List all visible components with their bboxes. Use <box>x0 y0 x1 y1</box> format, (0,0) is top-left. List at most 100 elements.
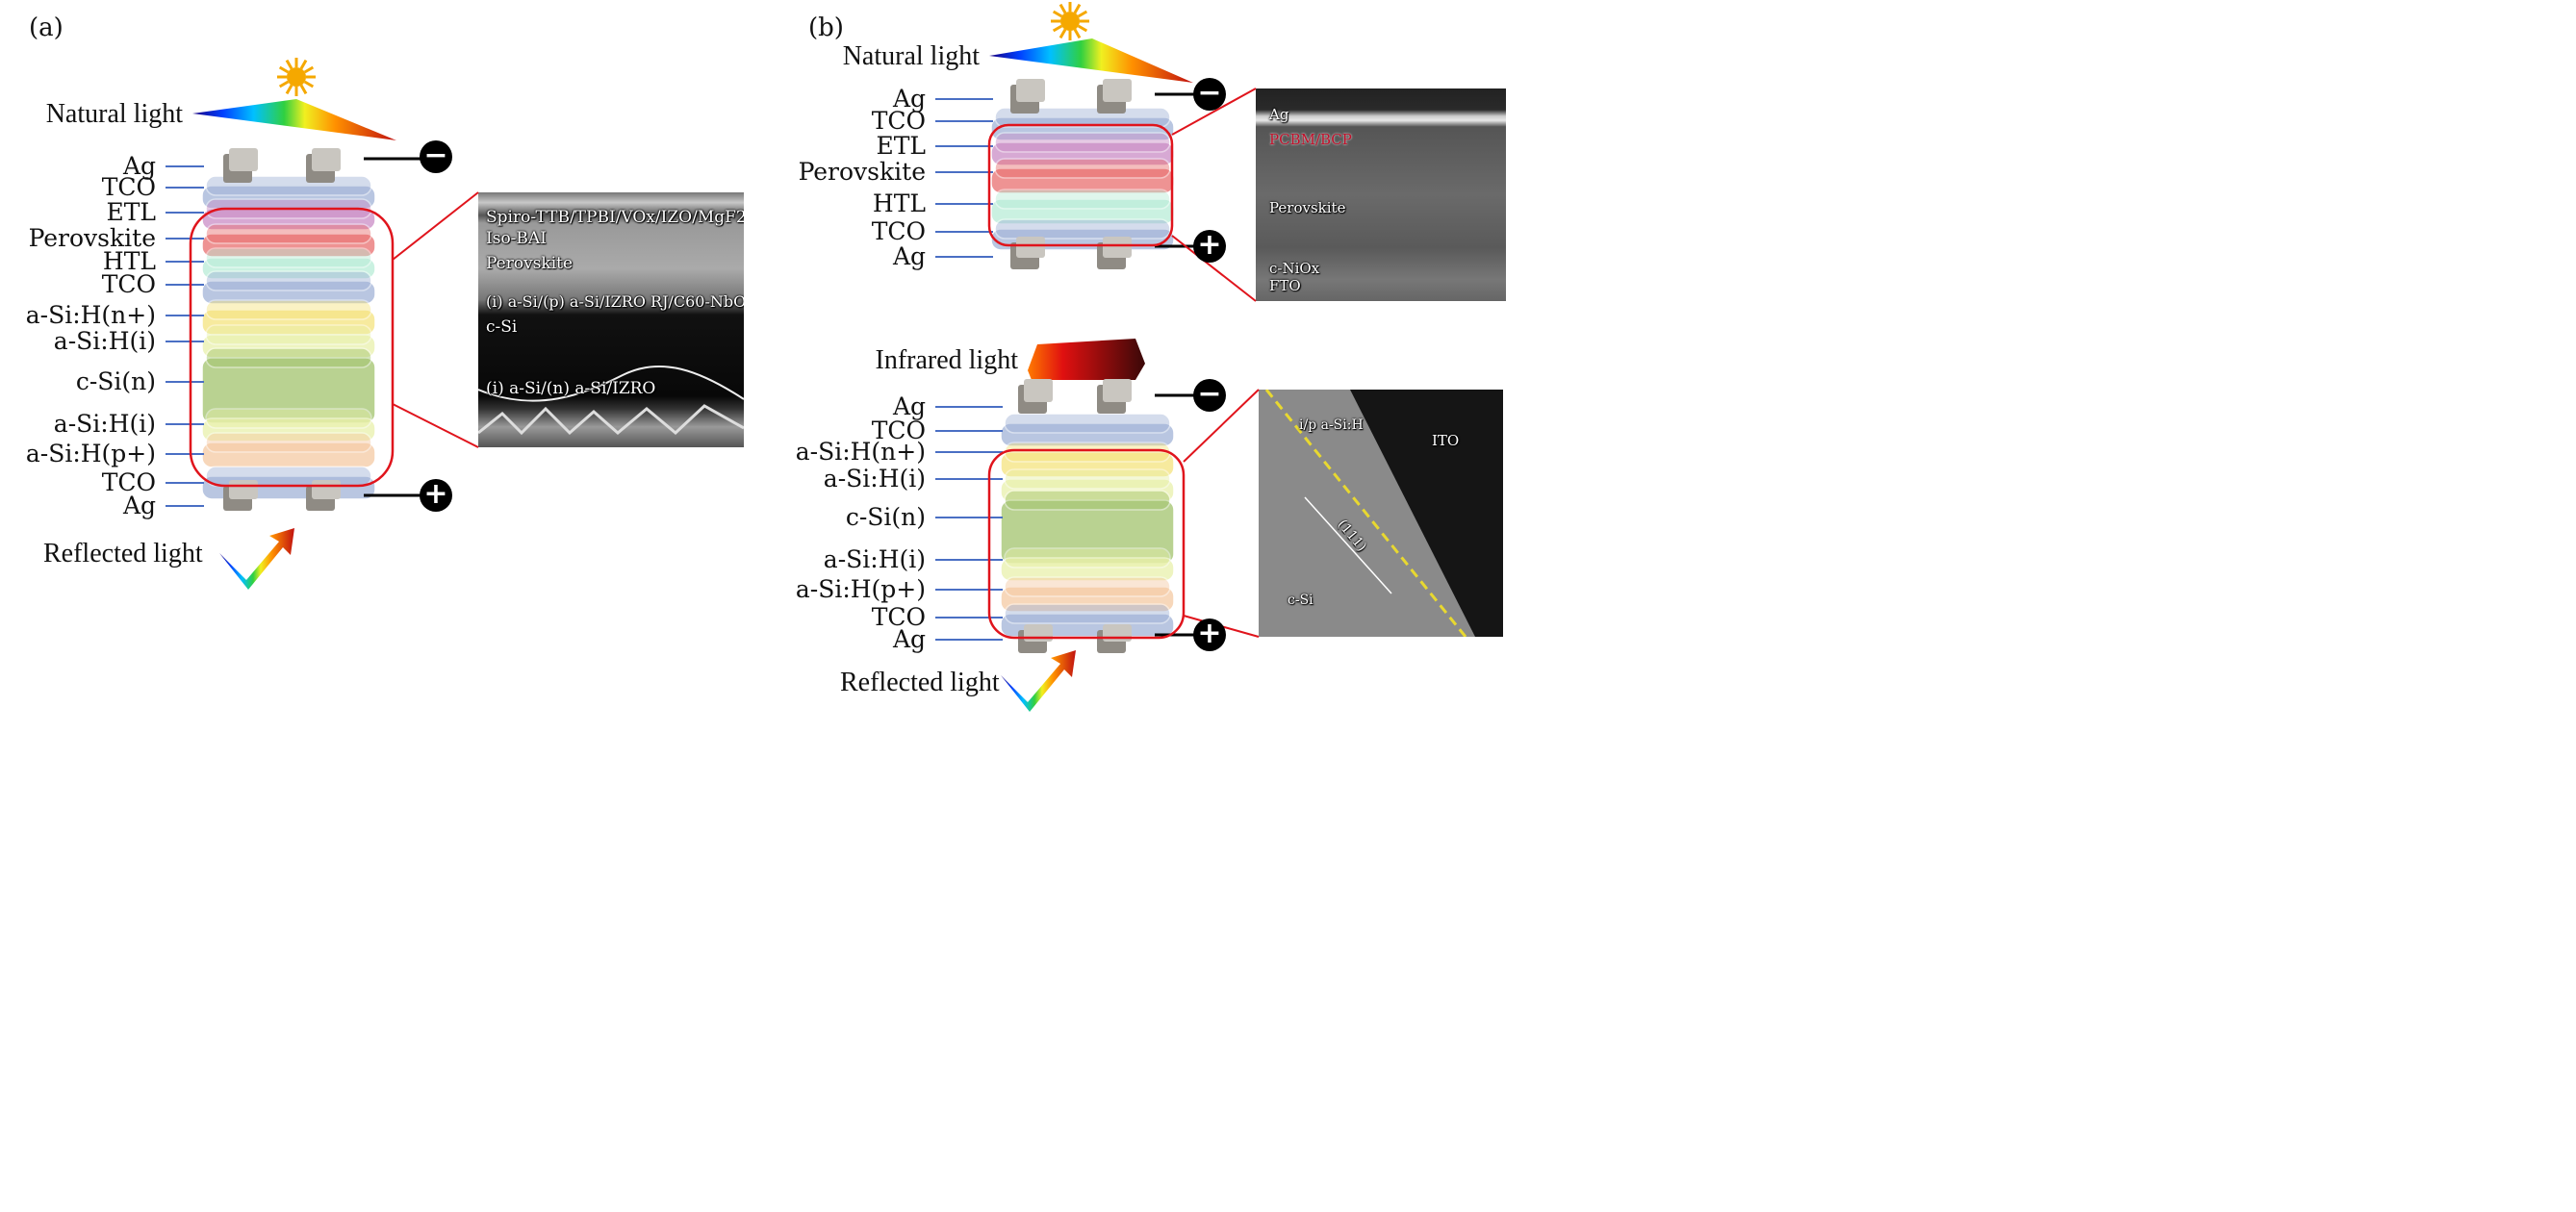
layer-slab <box>201 233 376 258</box>
electrode-top <box>1016 237 1045 258</box>
layer-slab-top <box>205 408 372 429</box>
electrode-top <box>1016 79 1045 102</box>
layer-label: a-Si:H(i) <box>53 327 156 355</box>
sem-image-a: Spiro-TTB/TPBI/VOx/IZO/MgF2 Iso-BAI Pero… <box>478 192 744 447</box>
positive-terminal-icon: + <box>420 479 452 512</box>
layer-slab-top <box>994 218 1171 240</box>
electrode-top <box>1024 379 1053 402</box>
layer-slab <box>201 280 376 305</box>
layer-label: TCO <box>871 603 926 631</box>
tem-label: i/p a-Si:H <box>1299 417 1364 433</box>
layer-slab-top <box>205 299 372 320</box>
sem-label: FTO <box>1269 277 1301 294</box>
reflected-light-label: Reflected light <box>840 668 1000 697</box>
layer-label: TCO <box>101 468 156 496</box>
sun-ray <box>1052 24 1063 33</box>
layer-label: a-Si:H(p+) <box>25 440 156 467</box>
sem-label: Perovskite <box>1269 199 1346 216</box>
layer-label: ETL <box>106 198 156 226</box>
sem-label: Iso-BAI <box>486 229 547 248</box>
layer-label: TCO <box>871 107 926 135</box>
sun-ray <box>1052 10 1063 18</box>
electrode-top <box>312 480 341 499</box>
sun-ray <box>299 59 308 70</box>
reflected-light-arrow-icon <box>1001 650 1076 712</box>
layer-slab-top <box>994 158 1171 179</box>
tem-label: ITO <box>1432 432 1460 449</box>
spectrum-triangle <box>192 99 396 140</box>
panel-b-label: (b) <box>808 13 844 42</box>
layer-label: Ag <box>122 152 156 180</box>
layer-label: a-Si:H(n+) <box>25 301 156 329</box>
panel-a-label: (a) <box>29 13 64 42</box>
sun-ray <box>285 84 293 95</box>
electrode-top <box>312 148 341 171</box>
sem-image-b: Ag PCBM/BCP Perovskite c-NiOx FTO <box>1256 88 1506 301</box>
layer-slab-top <box>1004 413 1171 434</box>
layer-slab-top <box>1004 603 1171 624</box>
layer-slab <box>201 417 376 442</box>
layer-slab-top <box>1004 442 1171 463</box>
layer-slab <box>1000 451 1175 478</box>
layer-label: a-Si:H(p+) <box>795 575 926 603</box>
tem-image: i/p a-Si:H ITO (111) c-Si <box>1259 390 1503 637</box>
layer-label: Perovskite <box>798 158 926 186</box>
sem-label: (i) a-Si/(n) a-Si/IZRO <box>486 379 656 398</box>
electrode-top <box>1103 379 1132 402</box>
layer-slab <box>990 116 1175 141</box>
sun-ray <box>303 80 315 88</box>
layer-label: a-Si:H(i) <box>53 410 156 438</box>
electrode-top <box>1103 624 1132 642</box>
layer-label: TCO <box>871 217 926 245</box>
sun-icon <box>287 67 306 87</box>
sem-label: c-Si <box>486 317 518 337</box>
layer-slab <box>1000 422 1175 447</box>
sun-ray <box>1073 3 1082 14</box>
highlight-box <box>987 123 1174 247</box>
layer-label: TCO <box>101 173 156 201</box>
layer-slab-top <box>994 132 1171 153</box>
electrode-top <box>229 480 258 499</box>
layer-slab-top <box>205 223 372 244</box>
layer-slab-top <box>1004 576 1171 597</box>
sun-ray <box>299 84 308 95</box>
infrared-light-shape <box>1028 339 1145 380</box>
highlight-box <box>189 207 395 488</box>
sun-ray <box>1058 3 1067 14</box>
negative-terminal-icon: − <box>1193 78 1226 111</box>
layer-slab-top <box>994 189 1171 210</box>
layer-slab-top <box>1004 468 1171 490</box>
positive-terminal-icon: + <box>1193 619 1226 651</box>
sun-ray <box>278 80 290 88</box>
layer-label: a-Si:H(i) <box>823 465 926 492</box>
layer-slab <box>1000 586 1175 613</box>
negative-terminal-icon: − <box>420 140 452 173</box>
zoom-line <box>392 403 479 448</box>
zoom-line <box>1171 235 1257 302</box>
sem-label: PCBM/BCP <box>1269 131 1352 148</box>
sem-label: Perovskite <box>486 254 574 273</box>
layer-label: a-Si:H(i) <box>823 545 926 573</box>
layer-label: Ag <box>892 85 926 113</box>
sem-texture <box>478 365 744 436</box>
zoom-line <box>1171 88 1257 136</box>
layer-slab <box>1000 557 1175 582</box>
sun-ray <box>303 65 315 74</box>
positive-terminal-icon: + <box>1193 230 1226 263</box>
layer-label: TCO <box>101 270 156 298</box>
sem-label: Ag <box>1269 106 1289 123</box>
reflected-light-arrow-icon <box>219 528 294 590</box>
sun-ray <box>1058 28 1067 39</box>
layer-slab-top <box>1004 547 1171 568</box>
tem-label: c-Si <box>1288 593 1314 608</box>
sun-ray <box>1073 28 1082 39</box>
layer-label: Perovskite <box>28 224 156 252</box>
layer-slab-top <box>205 324 372 345</box>
layer-slab-top <box>205 247 372 268</box>
layer-slab-top <box>205 270 372 291</box>
electrode-top <box>229 148 258 171</box>
sun-ray <box>285 59 293 70</box>
zoom-line <box>1183 389 1260 463</box>
natural-light-label: Natural light <box>45 99 183 129</box>
